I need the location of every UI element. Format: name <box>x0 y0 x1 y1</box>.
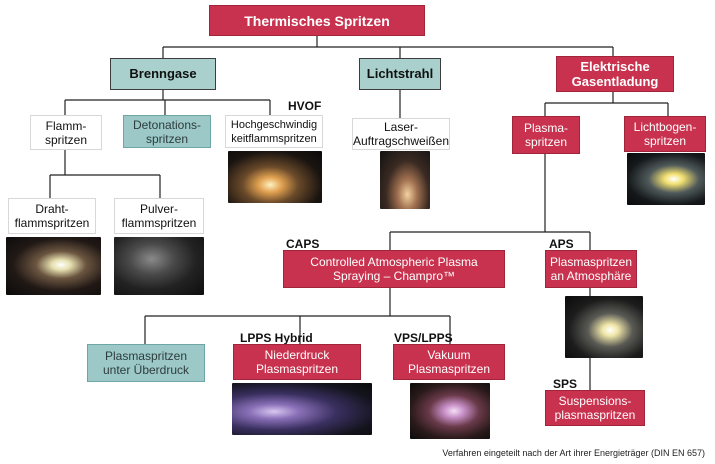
pulverflamm-process-photo <box>114 237 204 295</box>
tag-aps: APS <box>549 237 574 251</box>
tag-caps: CAPS <box>286 237 320 251</box>
node-laser-auftragschweissen: Laser- Auftragschweißen <box>352 118 450 150</box>
hvof-process-photo <box>228 151 322 203</box>
category-elektrische-gasentladung: Elektrische Gasentladung <box>556 56 674 92</box>
node-vakuum-plasmaspritzen: Vakuum Plasmaspritzen <box>393 344 505 380</box>
node-niederdruck-plasmaspritzen: Niederdruck Plasmaspritzen <box>233 344 361 380</box>
node-plasmaspritzen-unter-ueberdruck: Plasmaspritzen unter Überdruck <box>87 344 205 382</box>
tag-hvof: HVOF <box>288 99 322 113</box>
category-brenngase: Brenngase <box>110 58 216 90</box>
vakuum-process-photo <box>410 383 490 439</box>
drahtflamm-process-photo <box>6 237 101 295</box>
footnote-caption: Verfahren eingeteilt nach der Art ihrer … <box>442 448 705 458</box>
tag-lpps-hybrid: LPPS Hybrid <box>240 331 313 345</box>
node-suspensionsplasmaspritzen: Suspensions- plasmaspritzen <box>545 390 645 426</box>
category-lichtstrahl: Lichtstrahl <box>359 58 441 90</box>
aps-process-photo <box>565 296 643 358</box>
node-pulverflammspritzen: Pulver- flammspritzen <box>114 198 204 234</box>
node-lichtbogenspritzen: Lichtbogen- spritzen <box>624 116 706 152</box>
laser-process-photo <box>380 151 430 209</box>
tag-vps-lpps: VPS/LPPS <box>394 331 453 345</box>
node-caps: Controlled Atmospheric Plasma Spraying –… <box>283 250 505 288</box>
node-aps: Plasmaspritzen an Atmosphäre <box>545 250 637 288</box>
node-hochgeschwindigkeitflammspritzen: Hochgeschwindig keitflammspritzen <box>225 115 323 148</box>
lichtbogen-process-photo <box>627 153 705 205</box>
tag-sps: SPS <box>553 377 578 391</box>
node-plasmaspritzen: Plasma- spritzen <box>512 116 580 154</box>
node-flammspritzen: Flamm- spritzen <box>30 115 102 150</box>
title-box: Thermisches Spritzen <box>209 5 425 36</box>
node-drahtflammspritzen: Draht- flammspritzen <box>8 198 96 234</box>
niederdruck-process-photo <box>232 383 372 435</box>
node-detonationsspritzen: Detonations- spritzen <box>123 115 211 148</box>
